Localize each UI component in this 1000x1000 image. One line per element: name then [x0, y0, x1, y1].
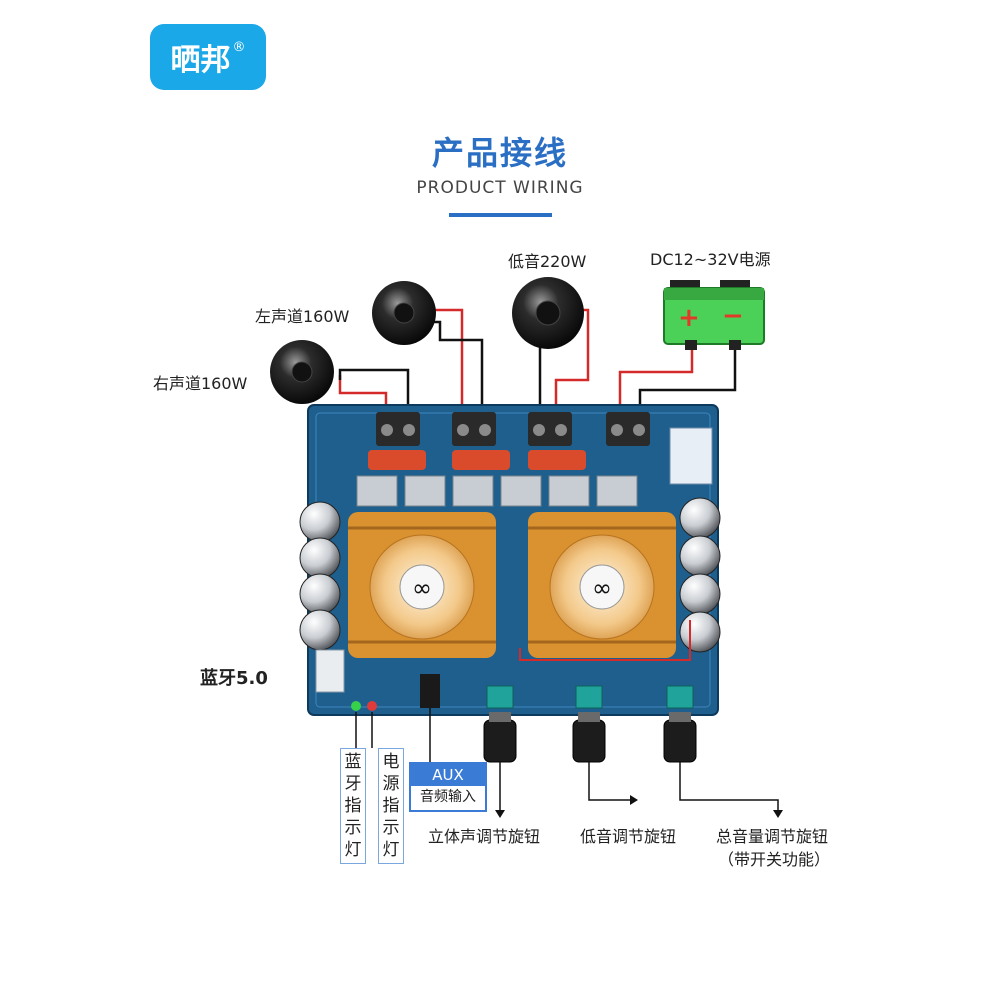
- aux-subtitle: 音频输入: [420, 789, 476, 805]
- master-knob-label: 总音量调节旋钮: [716, 827, 829, 846]
- stereo-knob-label: 立体声调节旋钮: [428, 827, 541, 846]
- right-channel-label: 右声道160W: [153, 374, 248, 393]
- bass-speaker: [512, 277, 584, 349]
- bt-indicator-label: 蓝牙指示灯: [340, 748, 366, 864]
- title-underline: [449, 213, 552, 217]
- aux-title: AUX: [411, 764, 485, 786]
- left-channel-label: 左声道160W: [255, 307, 350, 326]
- knobs: [483, 719, 697, 763]
- power-label: DC12~32V电源: [650, 250, 771, 269]
- page-title: 产品接线: [431, 134, 568, 172]
- amplifier-board: ∞ ∞: [299, 404, 721, 716]
- callout-lines: [355, 708, 779, 812]
- power-indicator-label: 电源指示灯: [378, 748, 404, 864]
- right-speaker: [270, 340, 334, 404]
- left-speaker: [372, 281, 436, 345]
- bass-knob-label: 低音调节旋钮: [580, 827, 677, 846]
- svg-text:∞: ∞: [412, 574, 432, 602]
- brand-logo-text: 晒邦: [170, 43, 231, 78]
- brand-logo: 晒邦®: [150, 24, 266, 90]
- battery-minus: −: [722, 301, 744, 331]
- bluetooth-label: 蓝牙5.0: [200, 668, 268, 689]
- bass-label: 低音220W: [508, 252, 587, 271]
- svg-text:∞: ∞: [592, 574, 612, 602]
- registered-mark: ®: [232, 39, 246, 55]
- aux-input-box: AUX 音频输入: [409, 762, 487, 812]
- master-knob-note: （带开关功能）: [718, 850, 831, 869]
- page-subtitle: PRODUCT WIRING: [416, 178, 584, 198]
- battery-plus: +: [678, 303, 700, 333]
- battery-icon: [663, 280, 765, 350]
